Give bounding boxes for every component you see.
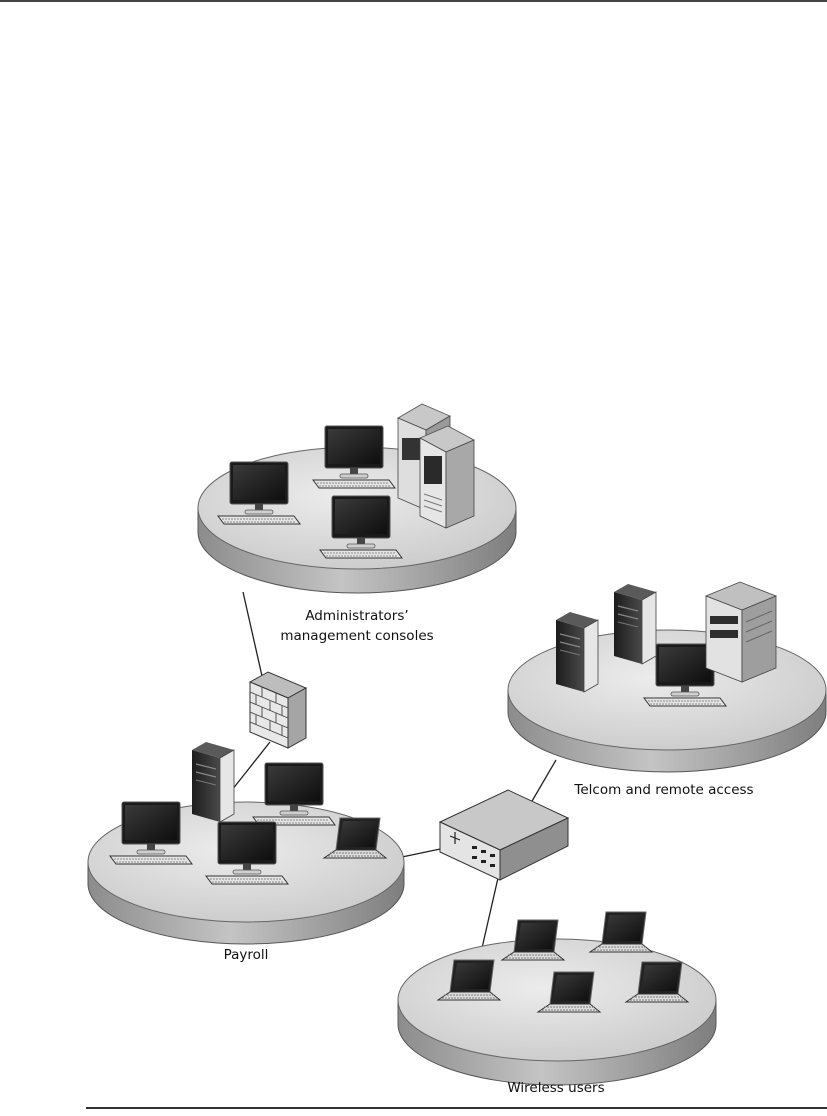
server-icon [704,581,778,683]
tower-pc-icon [613,583,657,665]
link-firewall-payroll [231,741,271,791]
label-admin-line1: Administrators’ [305,608,408,624]
switch-icon [438,789,570,881]
label-wireless: Wireless users [507,1080,604,1096]
server-icon [397,403,475,529]
tower-pc-icon [555,611,599,693]
laptop-icon [501,919,565,961]
platform-telcom [507,581,827,773]
link-switch-telcom [527,759,557,809]
label-admin-line2: management consoles [280,628,433,644]
tower-pc-icon [191,741,235,823]
link-switch-wireless [481,877,499,949]
platform-admin [197,403,517,594]
firewall-icon [248,671,308,749]
label-telcom: Telcom and remote access [573,782,753,798]
link-admin-firewall [242,591,263,677]
platform-wireless [397,911,717,1086]
link-lines [231,591,557,949]
laptop-icon [589,911,653,953]
platform-payroll [87,741,405,945]
top-rule [0,0,827,2]
label-payroll: Payroll [224,947,269,963]
link-payroll-switch [401,847,446,858]
bottom-rule [86,1107,827,1109]
